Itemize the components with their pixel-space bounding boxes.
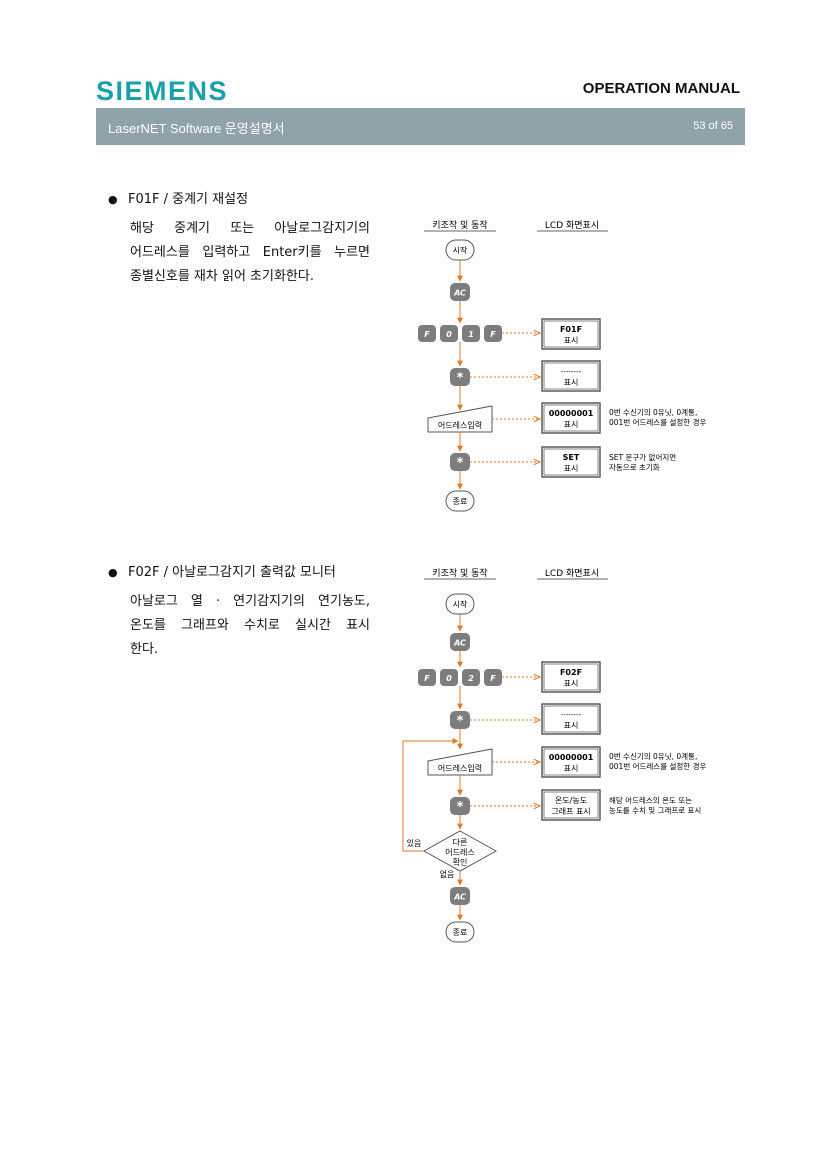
- start-label: 시작: [453, 245, 468, 255]
- lcd-text: 표시: [564, 464, 579, 473]
- ac-key-label: AC: [453, 893, 466, 902]
- end-label: 종료: [453, 497, 468, 506]
- lcd-box: [541, 446, 601, 478]
- bullet-icon: ●: [108, 566, 118, 579]
- lcd-box: [541, 318, 601, 350]
- col-left-header: 키조작 및 동작: [432, 567, 487, 579]
- no-label: 없음: [440, 870, 455, 879]
- lcd-text: 표시: [564, 679, 579, 688]
- star-key-label: *: [457, 714, 464, 729]
- key-label: 0: [446, 330, 452, 339]
- col-right-header: LCD 화면표시: [545, 568, 599, 579]
- note-text: 0번 수신기의 0유닛, 0계통,: [609, 407, 697, 417]
- end-node: [445, 921, 475, 943]
- start-label: 시작: [453, 599, 468, 609]
- note-text: 자동으로 초기화: [609, 463, 660, 472]
- lcd-text: 00000001: [549, 409, 594, 418]
- lcd-box: [541, 703, 601, 735]
- decision-label: 확인: [453, 857, 468, 867]
- lcd-text: 표시: [564, 764, 579, 773]
- key-label: F: [424, 330, 430, 339]
- desc-line: 어드레스를 입력하고 Enter키를 누르면: [130, 245, 370, 260]
- input-node: [427, 405, 493, 433]
- end-label: 종료: [453, 928, 468, 937]
- key-label: 2: [468, 674, 474, 683]
- header-bar: LaserNET Software 운영설명서 53 of 65: [96, 108, 745, 145]
- note-text: 0번 수신기의 0유닛, 0계통,: [609, 751, 697, 761]
- section2-description: 아날로그 열 · 연기감지기의 연기농도, 온도를 그래프와 수치로 실시간 표…: [130, 590, 370, 662]
- flowchart-f01f: 키조작 및 동작 LCD 화면표시 시작 AC F 0 1 F F01F 표시 …: [418, 219, 706, 512]
- note-text: 해당 어드레스의 온도 또는: [609, 795, 692, 805]
- decision-label: 다른: [453, 838, 468, 847]
- lcd-text: 00000001: [549, 753, 594, 762]
- star-key-label: *: [457, 456, 464, 471]
- ac-key: [450, 283, 470, 301]
- page-number: 53 of 65: [693, 120, 733, 132]
- lcd-text: F02F: [560, 668, 582, 677]
- lcd-text: 그래프 표시: [551, 807, 590, 816]
- lcd-text: SET: [563, 453, 580, 462]
- f01f-keys: F 0 1 F: [418, 325, 502, 342]
- note-text: 농도를 수치 및 그래프로 표시: [609, 805, 701, 815]
- lcd-box: [541, 360, 601, 392]
- doc-title: LaserNET Software 운영설명서: [108, 121, 285, 136]
- lcd-box: [541, 746, 601, 778]
- key-label: 1: [468, 330, 474, 339]
- input-label: 어드레스입력: [438, 763, 482, 773]
- col-left-header: 키조작 및 동작: [432, 219, 487, 231]
- lcd-text: 표시: [564, 336, 579, 345]
- ac-key-label: AC: [453, 639, 466, 648]
- section2-heading: ● F02F / 아날로그감지기 출력값 모니터: [108, 561, 336, 580]
- lcd-text: F01F: [560, 325, 582, 334]
- desc-line: 한다.: [130, 642, 159, 657]
- ac-key: [450, 633, 470, 651]
- lcd-text: 표시: [564, 420, 579, 429]
- manual-title: OPERATION MANUAL: [582, 80, 740, 97]
- star-key-label: *: [457, 371, 464, 386]
- star-key: [450, 711, 470, 729]
- section2-title: F02F / 아날로그감지기 출력값 모니터: [128, 565, 336, 580]
- star-key: [450, 453, 470, 471]
- f02f-keys: F 0 2 F: [418, 669, 502, 686]
- desc-line: 아날로그 열 · 연기감지기의 연기농도,: [130, 594, 370, 609]
- lcd-text: --------: [561, 711, 582, 719]
- note-text: 001번 어드레스를 설정한 경우: [609, 417, 706, 427]
- desc-line: 종별신호를 재차 읽어 초기화한다.: [130, 269, 314, 284]
- key-label: 0: [446, 674, 452, 683]
- lcd-text: 표시: [564, 378, 579, 387]
- lcd-text: 표시: [564, 721, 579, 730]
- bullet-icon: ●: [108, 193, 118, 206]
- ac-key: [450, 887, 470, 905]
- key-label: F: [490, 330, 496, 339]
- lcd-text: 온도/농도: [555, 796, 587, 805]
- section1-description: 해당 중계기 또는 아날로그감지기의 어드레스를 입력하고 Enter키를 누르…: [130, 217, 370, 289]
- note-text: SET 문구가 없어지면: [609, 452, 676, 462]
- input-node: [427, 748, 493, 776]
- section1-title: F01F / 중계기 재설정: [128, 192, 249, 207]
- flowchart-f02f: 키조작 및 동작 LCD 화면표시 시작 AC F 0 2 F F02F 표시 …: [402, 567, 706, 943]
- star-key: [450, 368, 470, 386]
- star-key: [450, 797, 470, 815]
- desc-line: 온도를 그래프와 수치로 실시간 표시: [130, 618, 370, 633]
- section1-heading: ● F01F / 중계기 재설정: [108, 188, 248, 207]
- input-label: 어드레스입력: [438, 420, 482, 430]
- lcd-text: --------: [561, 368, 582, 376]
- yes-label: 있음: [407, 838, 422, 848]
- desc-line: 해당 중계기 또는 아날로그감지기의: [130, 221, 370, 236]
- lcd-box: [541, 402, 601, 434]
- note-text: 001번 어드레스를 설정한 경우: [609, 761, 706, 771]
- siemens-logo: SIEMENS: [96, 76, 229, 106]
- decision-label: 어드레스: [445, 847, 474, 857]
- star-key-label: *: [457, 800, 464, 815]
- col-right-header: LCD 화면표시: [545, 220, 599, 231]
- lcd-box: [541, 789, 601, 821]
- key-label: F: [490, 674, 496, 683]
- key-label: F: [424, 674, 430, 683]
- end-node: [445, 490, 475, 512]
- lcd-box: [541, 661, 601, 693]
- ac-key-label: AC: [453, 289, 466, 298]
